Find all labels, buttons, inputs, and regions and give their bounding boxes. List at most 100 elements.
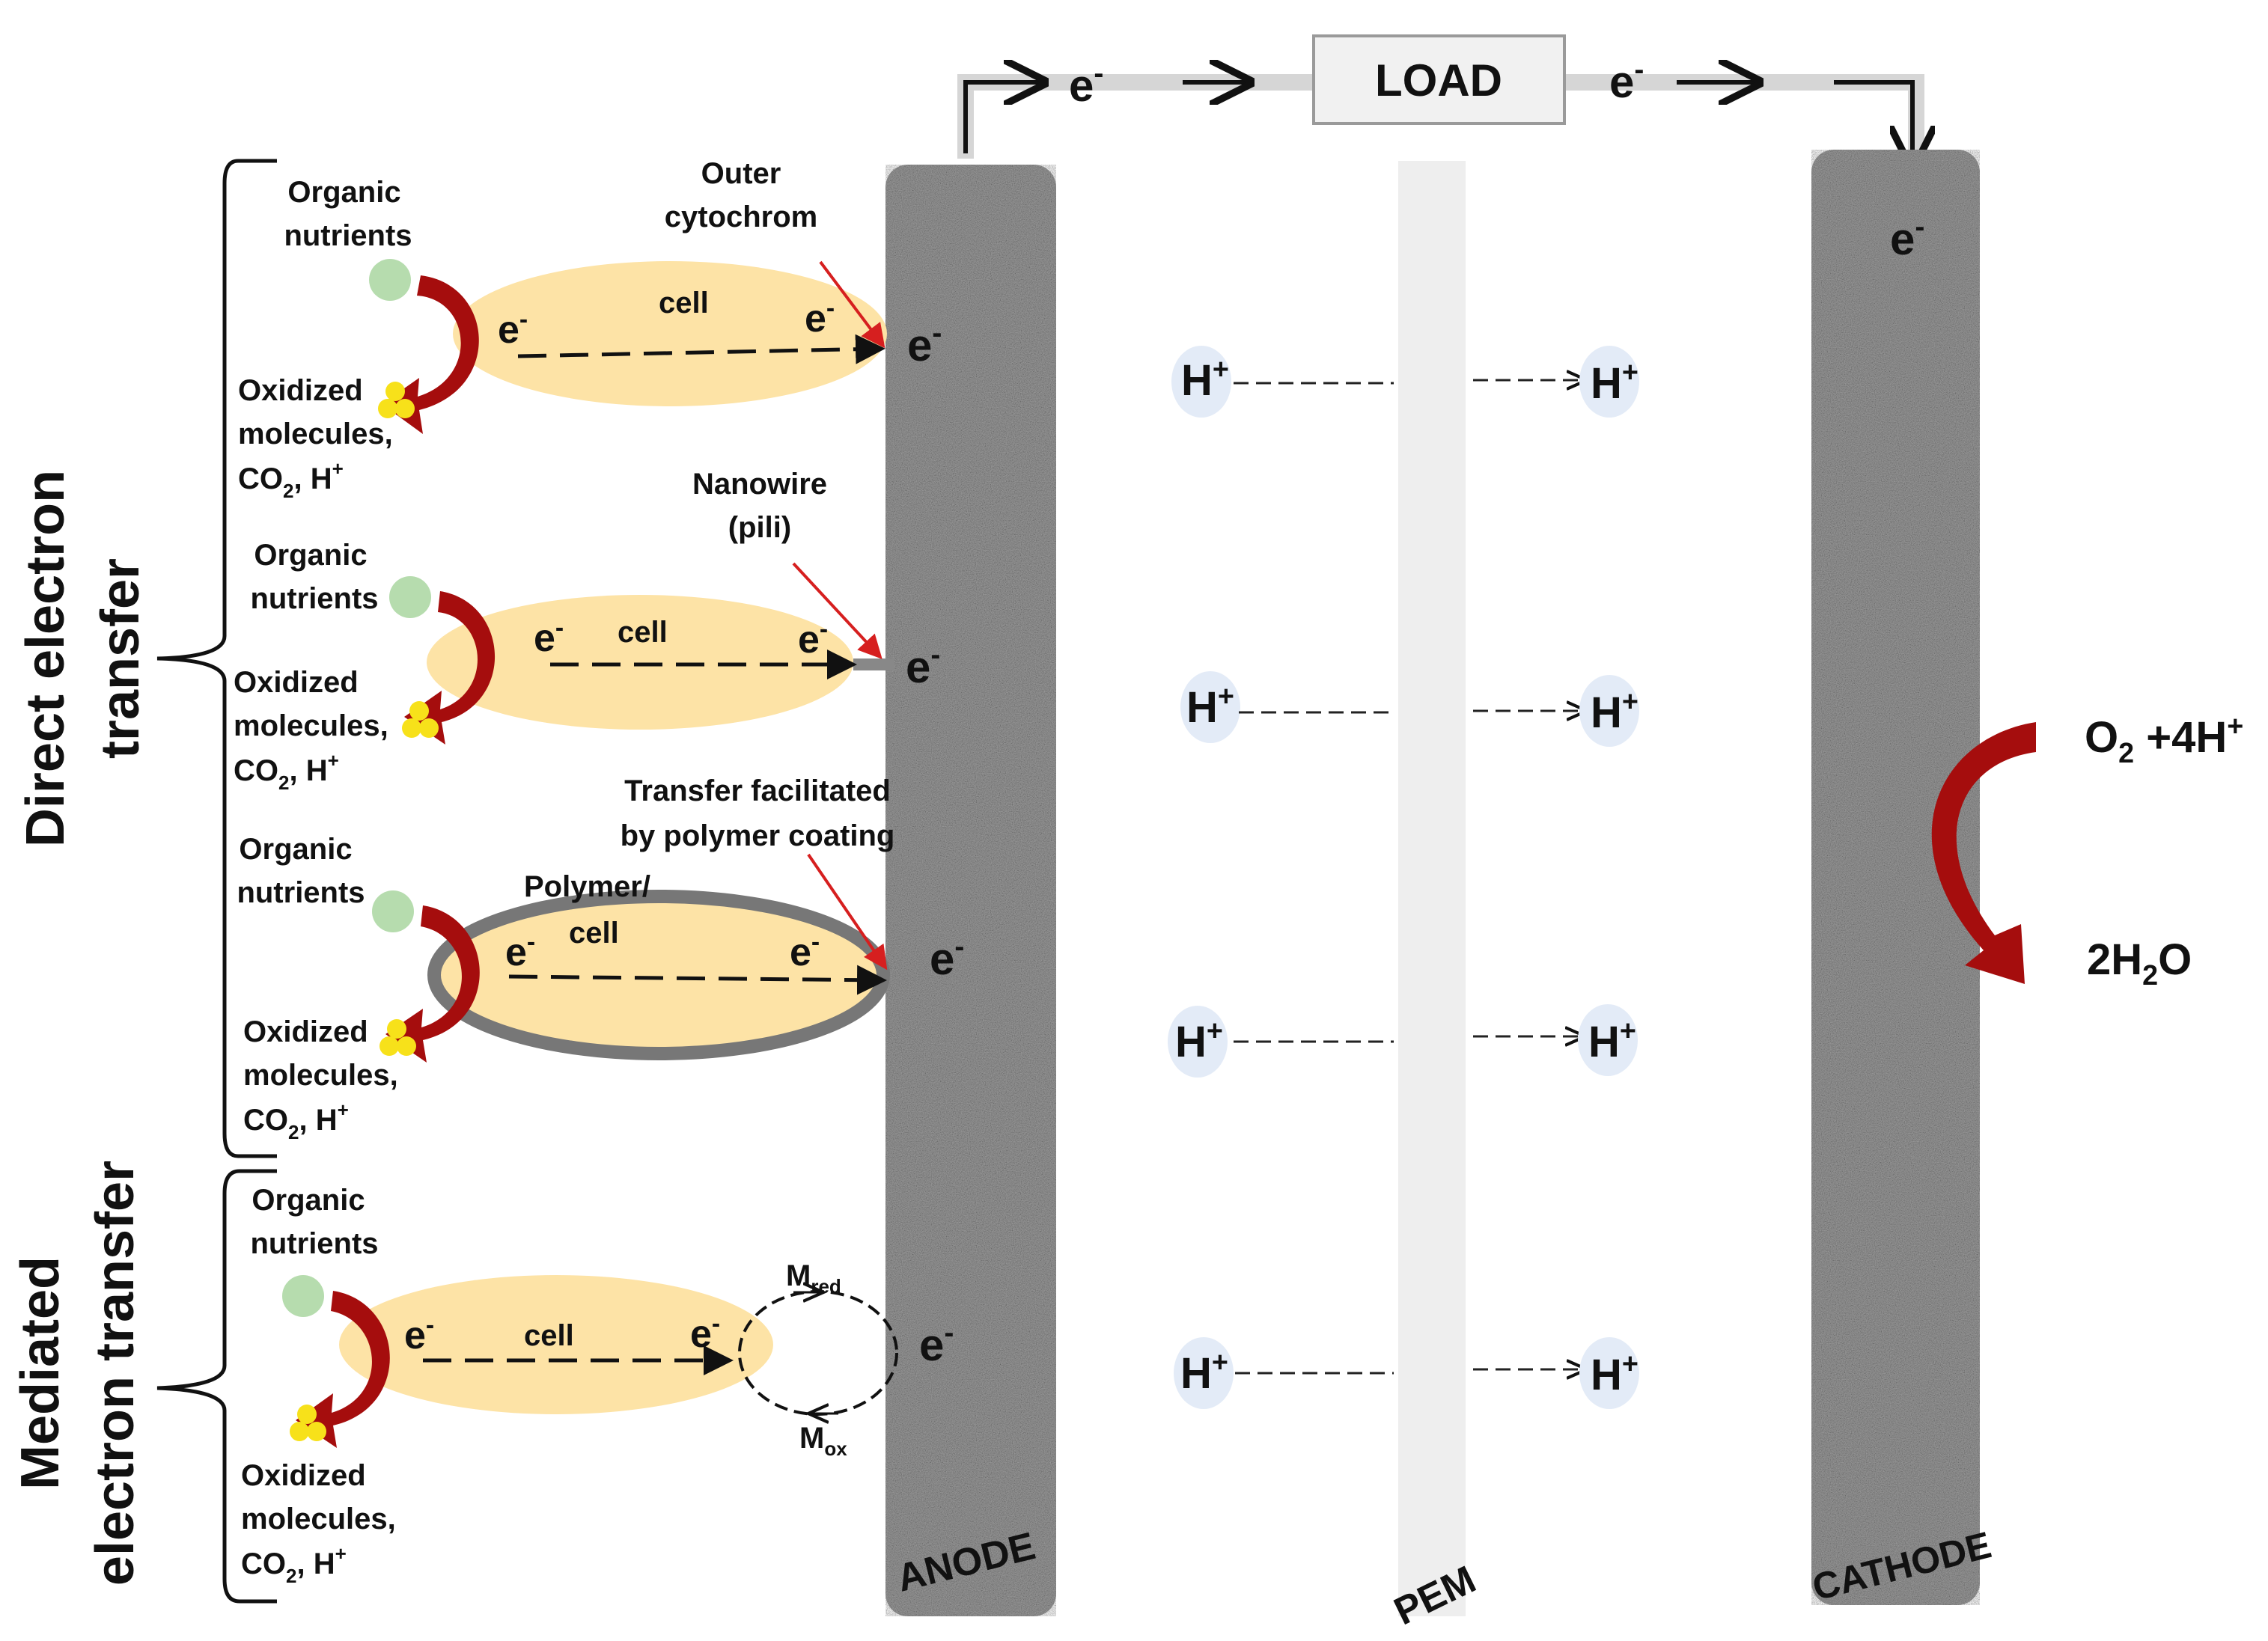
cell-electron-right: e- [805, 294, 835, 340]
proton-row: H+ H+ [1174, 1337, 1639, 1409]
pointer-line [792, 562, 882, 659]
anode-electron-2: e- [906, 639, 940, 692]
anode-electron-4: e- [919, 1317, 954, 1370]
cell-label: cell [659, 287, 709, 320]
mediated-label-line1: Mediated [10, 1256, 70, 1490]
polymer-label: Polymer/ [524, 870, 650, 903]
proton-halo [1174, 1337, 1234, 1409]
pointer-label: Nanowire(pili) [692, 468, 827, 544]
circuit-arrow [1834, 80, 1912, 166]
reaction-arrow [1931, 722, 2036, 984]
load-box [1312, 34, 1566, 125]
pem: PEM [1388, 161, 1483, 1634]
proton-halo [1579, 675, 1639, 747]
circuit-arrow [963, 82, 1044, 153]
cell-label: cell [569, 917, 619, 950]
nutrient-circle [389, 576, 431, 618]
proton-right: H+ [1591, 685, 1638, 737]
circuit-wire [957, 74, 1314, 159]
cell-electron-left: e- [498, 305, 528, 352]
cell-electron-left: e- [534, 614, 564, 660]
oxidized-molecules-icon [379, 1019, 416, 1056]
anode-electron-1: e- [907, 317, 942, 370]
proton-halo [1168, 1006, 1228, 1078]
oxidized-molecules-icon [378, 382, 415, 418]
oxidation-arrow [296, 1291, 390, 1448]
direct-label-line1: Direct electron [16, 470, 76, 847]
proton-row: H+ H+ [1168, 1004, 1638, 1078]
proton-left: H+ [1186, 680, 1234, 732]
mediated-transfer-group: Mediated electron transfer [10, 1161, 277, 1604]
proton-left: H+ [1180, 1346, 1228, 1398]
cell-body [427, 595, 853, 730]
cathode: e- CATHODE [1808, 150, 1996, 1609]
oxidized-molecules-icon [402, 701, 439, 738]
proton-right: H+ [1588, 1015, 1636, 1066]
circuit-electron-right: e- [1609, 54, 1644, 107]
mediator-reduced-label: Mred [786, 1259, 841, 1298]
proton-halo [1180, 671, 1240, 743]
proton-halo [1578, 1004, 1638, 1076]
direct-label-line2: transfer [91, 558, 150, 759]
cell-electron-right: e- [798, 615, 828, 661]
anode-electron-3: e- [930, 931, 964, 984]
nutrient-circle [372, 890, 414, 932]
proton-halo [1171, 346, 1231, 418]
pem-membrane [1398, 161, 1466, 1616]
proton-halo [1579, 1337, 1639, 1409]
cell-body [339, 1275, 773, 1414]
cell-electron-left: e- [404, 1311, 434, 1357]
cathode-reaction: O2 +4H+ 2H2O [1931, 710, 2243, 991]
direct-transfer-group: Direct electron transfer [16, 159, 277, 1158]
electron-flow-arrow [517, 334, 885, 364]
cathode-electron: e- [1890, 211, 1924, 264]
cell-body [427, 890, 890, 1060]
cathode-electrode [1811, 150, 1980, 1605]
cell-body [453, 261, 887, 406]
direct-bracket [156, 159, 277, 1158]
circuit-electron-left: e- [1069, 58, 1103, 111]
reaction-reactant: O2 +4H+ [2085, 710, 2243, 768]
mediated-bracket [156, 1169, 277, 1604]
cell-electron-right: e- [690, 1310, 720, 1356]
proton-row: H+ H+ [1180, 671, 1639, 747]
proton-row: H+ H+ [1171, 346, 1639, 418]
nanowire [853, 658, 894, 670]
cell-electron-left: e- [505, 928, 535, 974]
proton-halo [1579, 346, 1639, 418]
proton-left: H+ [1175, 1015, 1223, 1066]
nutrient-circle [282, 1275, 324, 1317]
anode: ANODE [885, 165, 1056, 1616]
oxidized-molecules-icon [290, 1405, 326, 1441]
cell-electron-right: e- [790, 928, 820, 974]
proton-right: H+ [1591, 1348, 1638, 1399]
anode-electrons: e- e- e- e- [906, 317, 964, 1370]
cell-label: cell [618, 616, 668, 649]
mediator-oxidized-label: Mox [799, 1422, 847, 1460]
pointer-line [807, 853, 888, 971]
reaction-product: 2H2O [2087, 935, 2192, 991]
oxidation-arrow [385, 905, 480, 1063]
electron-flow-arrow [508, 965, 887, 995]
pointer-line [819, 260, 885, 349]
proton-rows: H+ H+ H+ H+ H+ H+ H+ H+ [1168, 346, 1639, 1409]
cell-label: cell [524, 1319, 574, 1352]
nutrient-circle [369, 259, 411, 301]
proton-right: H+ [1591, 356, 1638, 408]
external-circuit: e- e- LOAD [957, 34, 1916, 166]
load-label: LOAD [1375, 55, 1502, 106]
